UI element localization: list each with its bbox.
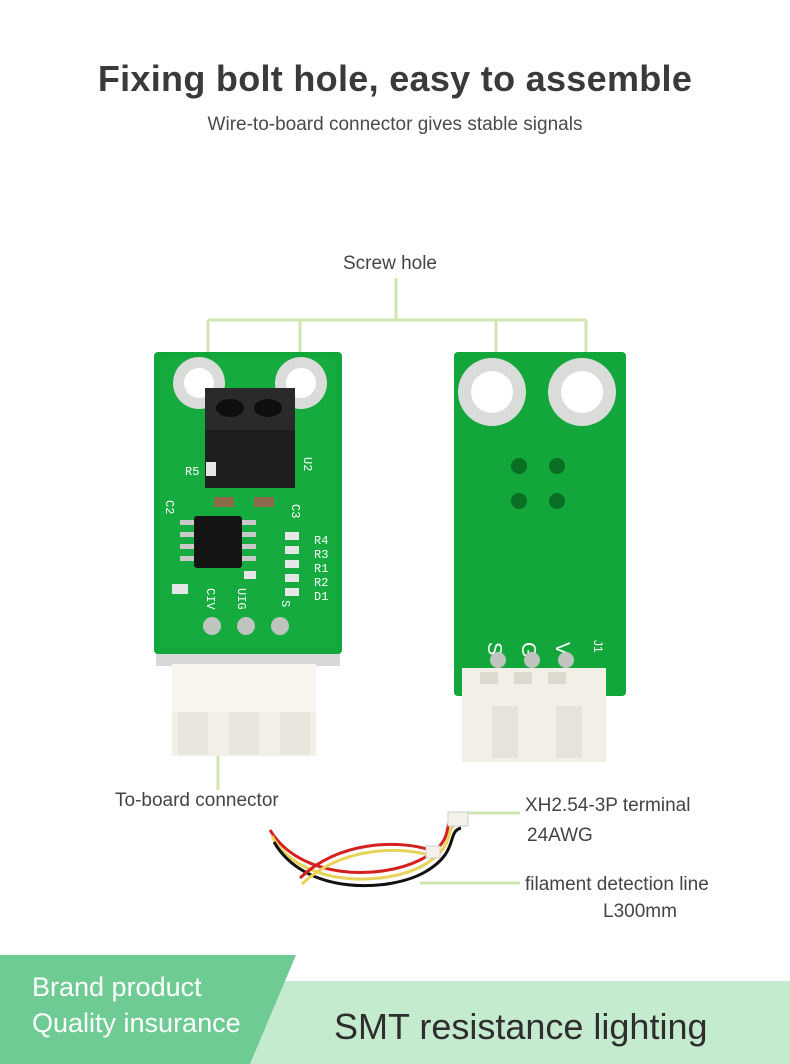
quality-insurance-text: Quality insurance xyxy=(32,1008,241,1038)
silk-d1: D1 xyxy=(314,590,328,604)
terminal-label: XH2.54-3P terminal xyxy=(525,795,691,816)
silk-uig: UIG xyxy=(234,588,248,610)
product-illustration: U2 R5 C2 C3 R4 R3 R1 R2 D1 CIV UIG S xyxy=(154,278,626,888)
pcb-front-board: U2 R5 C2 C3 R4 R3 R1 R2 D1 CIV UIG S xyxy=(154,352,342,666)
to-board-connector-label: To-board connector xyxy=(115,790,279,811)
cable-length-label: L300mm xyxy=(603,901,677,922)
bottom-banner xyxy=(0,955,790,1064)
silk-civ: CIV xyxy=(203,588,217,610)
smd-components xyxy=(172,462,299,596)
back-pins xyxy=(490,652,574,668)
silk-back-j1: J1 xyxy=(591,640,605,653)
back-vias xyxy=(511,458,565,509)
back-connector xyxy=(462,668,606,762)
silk-r4: R4 xyxy=(314,534,328,548)
front-connector xyxy=(172,664,316,756)
silk-c2: C2 xyxy=(162,500,176,514)
ic-chip xyxy=(180,516,256,568)
silk-r5: R5 xyxy=(185,465,199,479)
brand-product-text: Brand product xyxy=(32,972,202,1002)
silk-c3: C3 xyxy=(288,504,302,518)
silk-r3: R3 xyxy=(314,548,328,562)
page-subtitle: Wire-to-board connector gives stable sig… xyxy=(207,114,583,135)
silk-s: S xyxy=(278,600,292,607)
ir-sensor xyxy=(205,388,295,488)
front-pins xyxy=(203,617,289,635)
feature-headline: SMT resistance lighting xyxy=(334,1006,708,1047)
page-title: Fixing bolt hole, easy to assemble xyxy=(97,58,693,99)
back-screw-hole-right xyxy=(548,358,616,426)
back-screw-hole-left xyxy=(458,358,526,426)
banner-background xyxy=(0,955,790,1064)
pcb-back-board: S G V J1 xyxy=(454,352,626,696)
filament-line-label: filament detection line xyxy=(525,874,709,895)
silk-u2: U2 xyxy=(300,457,314,471)
silk-r1: R1 xyxy=(314,562,328,576)
silk-back-s: S xyxy=(483,642,505,655)
silk-r2: R2 xyxy=(314,576,328,590)
screw-hole-label: Screw hole xyxy=(343,253,437,274)
wire-gauge-label: 24AWG xyxy=(527,825,593,846)
detection-cable xyxy=(268,811,469,888)
